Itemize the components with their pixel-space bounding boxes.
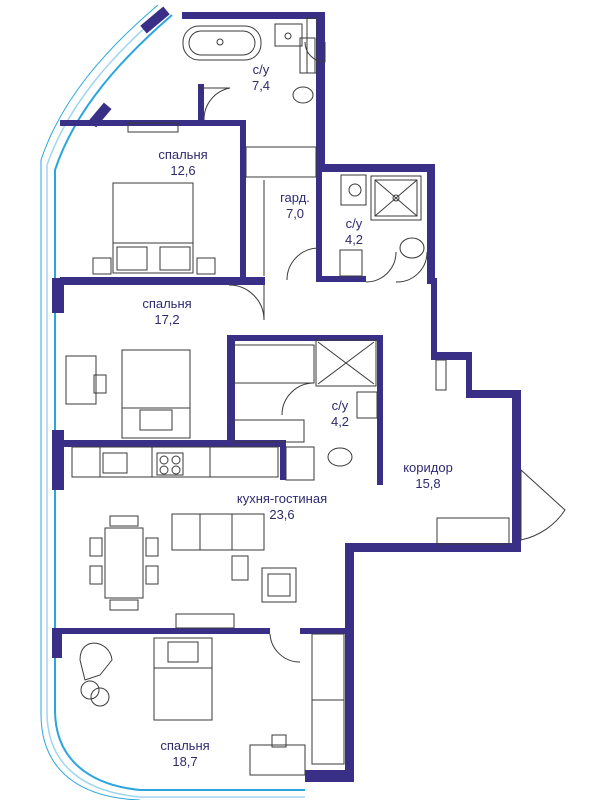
room-label-corridor: коридор 15,8 [403,460,453,491]
room-label-bed2: спальня 17,2 [142,296,192,327]
room-label-wardrobe: гард. 7,0 [280,190,310,221]
furniture [65,17,510,776]
doors [198,41,566,663]
room-label-bath1: с/у 7,4 [251,62,271,93]
room-label-living: кухня-гостиная 23,6 [236,491,328,522]
windows [40,4,305,800]
room-label-bed1: спальня 12,6 [158,147,208,178]
room-label-bath2: с/у 4,2 [344,216,364,247]
room-label-bath3: с/у 4,2 [330,398,350,429]
room-label-bed3: спальня 18,7 [160,738,210,769]
